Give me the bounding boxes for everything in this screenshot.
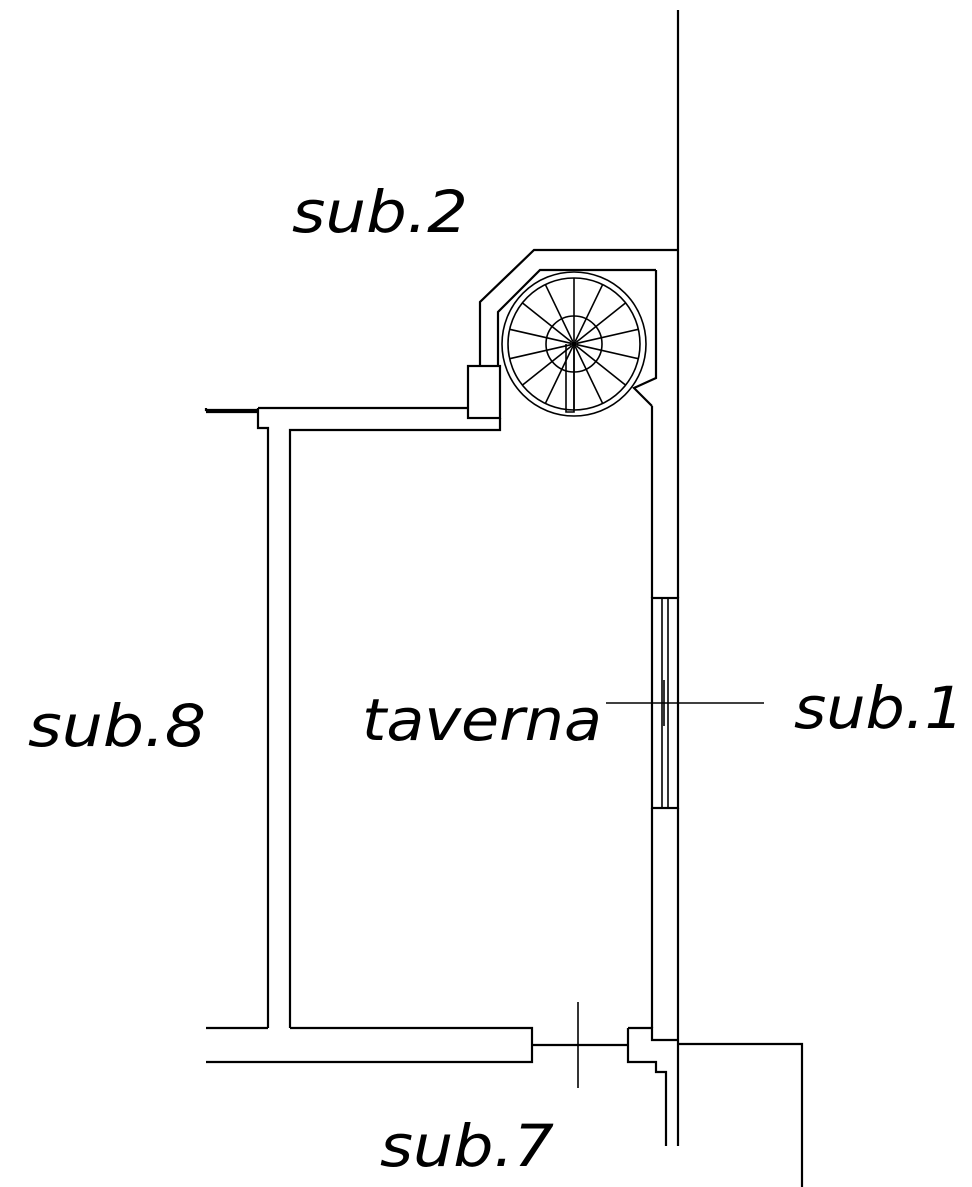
label-sub-1: sub.1 — [794, 674, 964, 742]
leader-line — [606, 680, 764, 726]
stair-tread — [509, 343, 572, 360]
label-sub-7: sub.7 — [380, 1112, 554, 1180]
stair-tread — [576, 328, 639, 345]
stair-tread — [544, 346, 574, 404]
label-sub-8: sub.8 — [28, 692, 206, 760]
label-sub-2: sub.2 — [292, 178, 468, 246]
room-bottom-wall — [206, 1026, 680, 1146]
room-top-wall — [204, 406, 502, 1028]
stair-enclosure — [466, 248, 678, 420]
stair-tread — [544, 284, 574, 342]
spiral-staircase — [501, 271, 647, 417]
stair-tread — [574, 284, 604, 342]
label-taverna: taverna — [362, 686, 602, 754]
stair-tread — [576, 343, 639, 360]
stair-tread — [574, 346, 604, 404]
stair-tread — [521, 302, 573, 343]
stair-tread — [509, 328, 572, 345]
stair-tread — [521, 345, 573, 386]
stair-tread — [575, 345, 627, 386]
stair-tread — [575, 302, 627, 343]
lower-right-boundary — [678, 1042, 804, 1187]
